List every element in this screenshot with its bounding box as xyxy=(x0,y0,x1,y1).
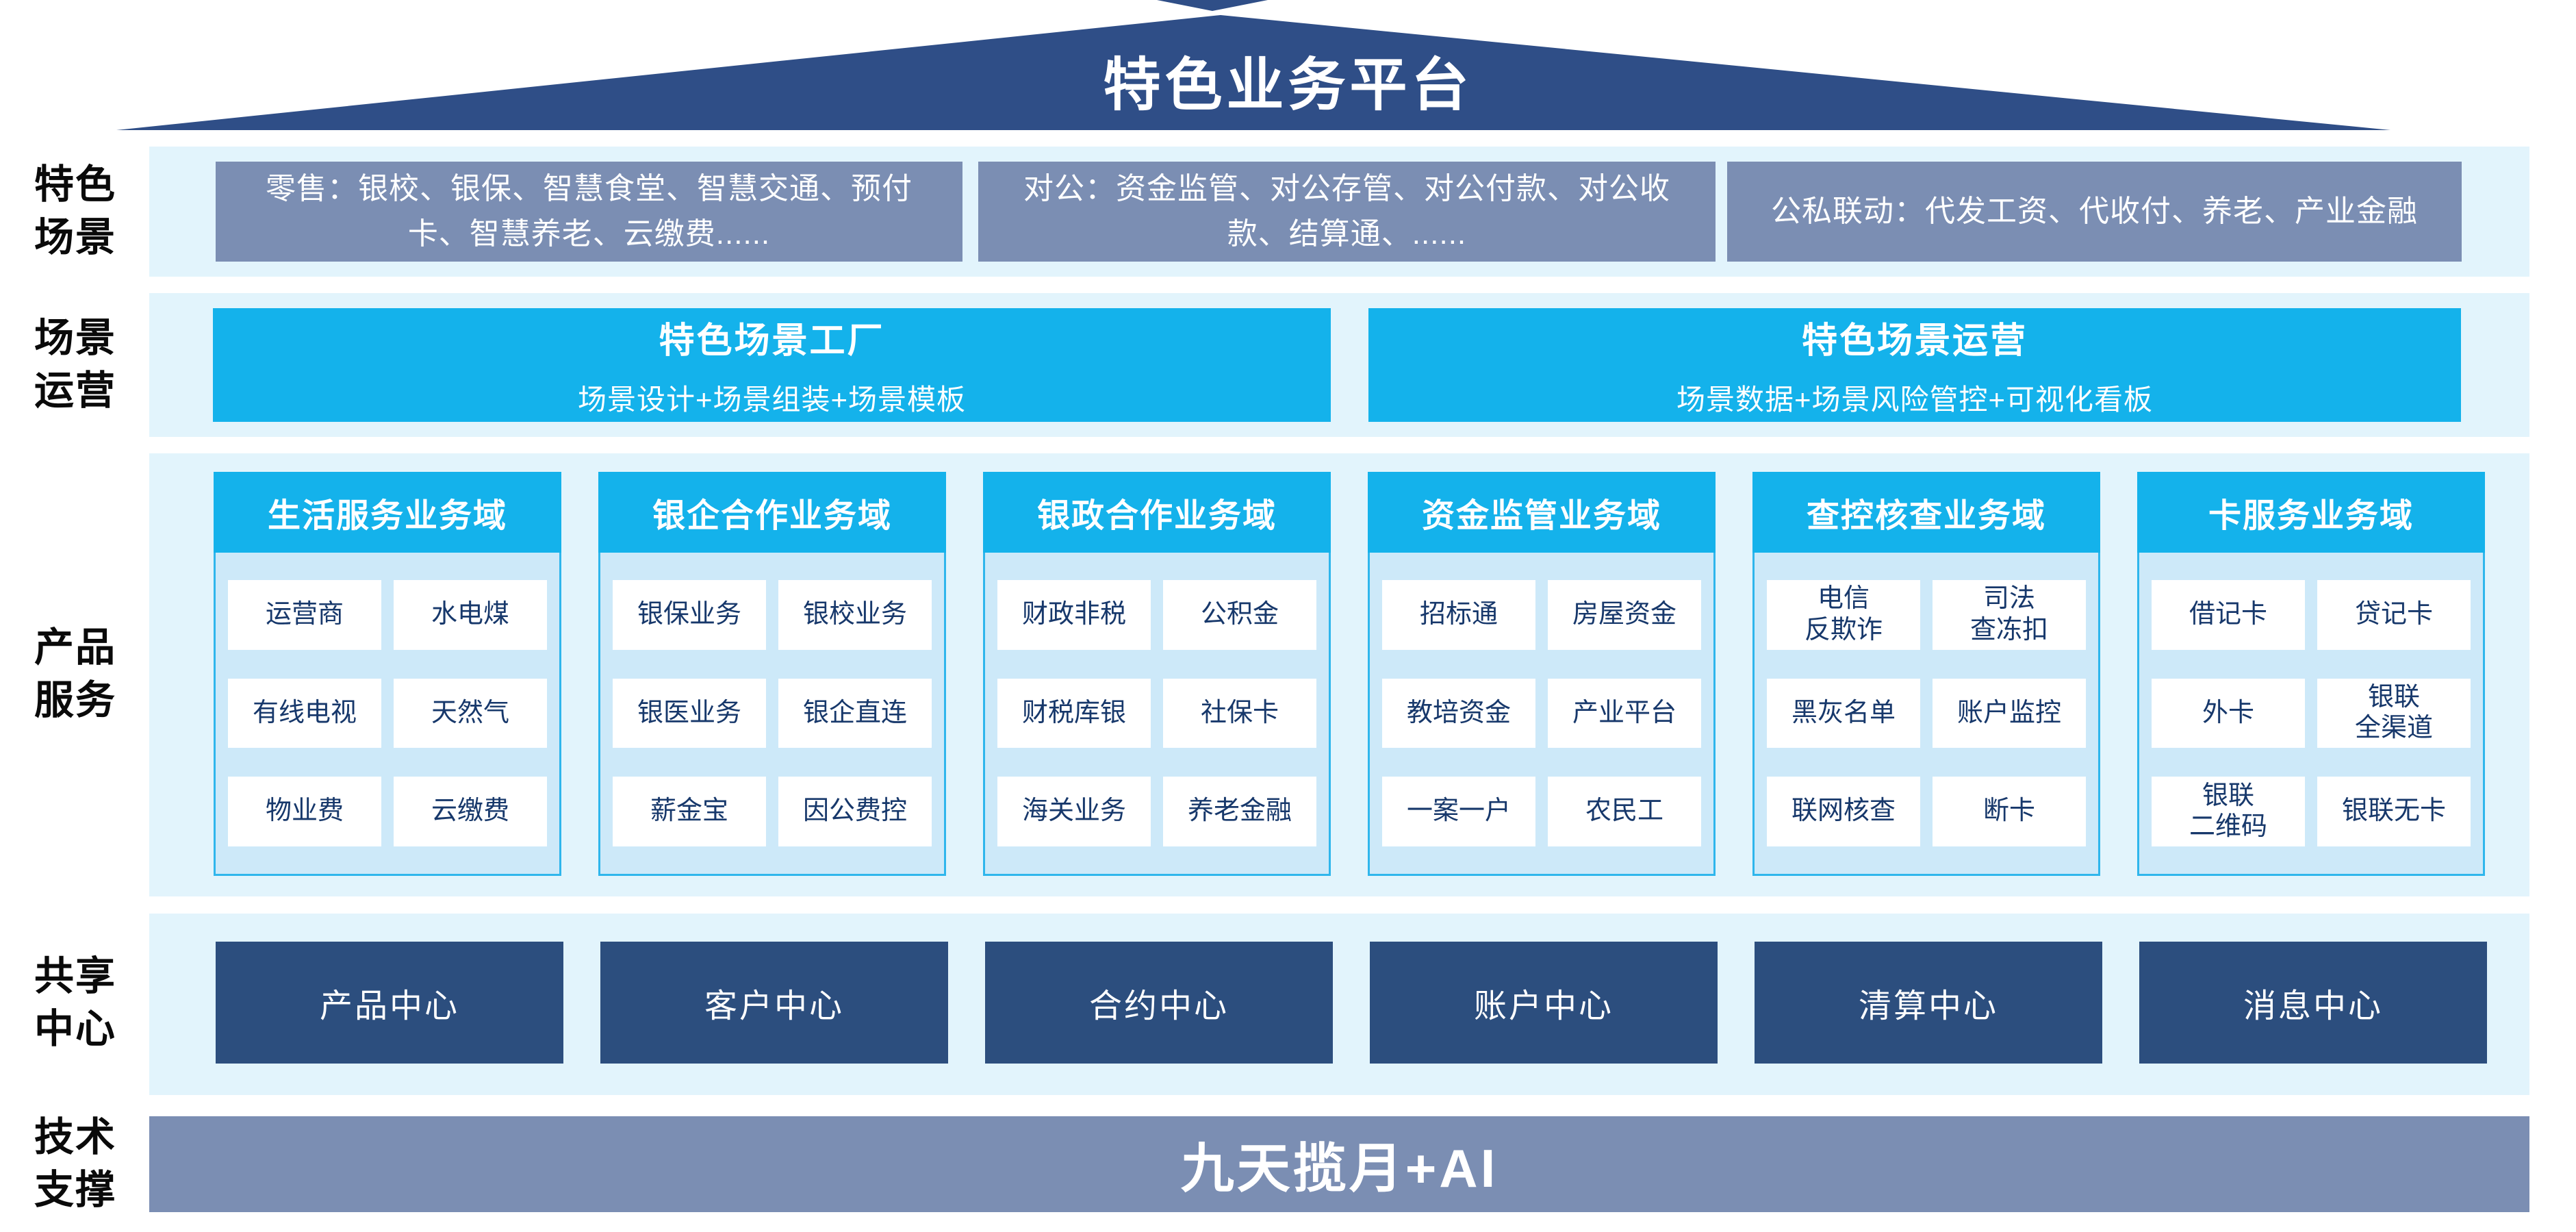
column-header: 银政合作业务域 xyxy=(983,472,1331,553)
product-cell: 银联 全渠道 xyxy=(2317,678,2471,749)
product-cell: 司法 查冻扣 xyxy=(1933,580,2086,650)
product-cell: 薪金宝 xyxy=(613,777,766,846)
product-cell: 运营商 xyxy=(228,580,381,650)
share-box-customer-center: 客户中心 xyxy=(600,942,948,1064)
column-bank-government: 银政合作业务域 财政非税 公积金 财税库银 社保卡 海关业务 养老金融 xyxy=(983,472,1331,876)
product-cell: 账户监控 xyxy=(1933,678,2086,749)
product-cell: 房屋资金 xyxy=(1548,580,1701,650)
product-cell: 天然气 xyxy=(394,678,547,749)
product-cell: 联网核查 xyxy=(1767,777,1920,846)
product-cell: 教培资金 xyxy=(1382,678,1535,749)
product-cell: 产业平台 xyxy=(1548,678,1701,749)
column-header: 卡服务业务域 xyxy=(2137,472,2485,553)
column-body: 运营商 水电煤 有线电视 天然气 物业费 云缴费 xyxy=(214,553,561,876)
product-cell: 黑灰名单 xyxy=(1767,678,1920,749)
column-body: 招标通 房屋资金 教培资金 产业平台 一案一户 农民工 xyxy=(1368,553,1716,876)
roof-apex-wedge xyxy=(1157,0,1268,11)
column-body: 电信 反欺诈 司法 查冻扣 黑灰名单 账户监控 联网核查 断卡 xyxy=(1752,553,2100,876)
side-label-share: 共享 中心 xyxy=(34,954,116,1051)
share-box-account-center: 账户中心 xyxy=(1370,942,1718,1064)
product-cell: 物业费 xyxy=(228,777,381,846)
product-row-panel: 生活服务业务域 运营商 水电煤 有线电视 天然气 物业费 云缴费 银企合作业务域… xyxy=(149,453,2529,896)
column-header: 生活服务业务域 xyxy=(214,472,561,553)
product-cell: 海关业务 xyxy=(997,777,1151,846)
product-cell: 外卡 xyxy=(2152,678,2305,749)
operation-row-panel: 特色场景工厂 场景设计+场景组装+场景模板 特色场景运营 场景数据+场景风险管控… xyxy=(149,293,2529,437)
product-cell: 银企直连 xyxy=(778,678,932,749)
product-cell: 银联无卡 xyxy=(2317,777,2471,846)
share-box-message-center: 消息中心 xyxy=(2139,942,2487,1064)
product-cell: 招标通 xyxy=(1382,580,1535,650)
scene-factory-subtitle: 场景设计+场景组装+场景模板 xyxy=(577,384,967,416)
product-cell: 因公费控 xyxy=(778,777,932,846)
scene-box-retail: 零售：银校、银保、智慧食堂、智慧交通、预付卡、智慧养老、云缴费...... xyxy=(216,162,962,262)
product-cell: 社保卡 xyxy=(1163,678,1316,749)
product-cell: 财政非税 xyxy=(997,580,1151,650)
product-cell: 贷记卡 xyxy=(2317,580,2471,650)
product-cell: 银保业务 xyxy=(613,580,766,650)
product-cell: 银联 二维码 xyxy=(2152,777,2305,846)
column-card-services: 卡服务业务域 借记卡 贷记卡 外卡 银联 全渠道 银联 二维码 银联无卡 xyxy=(2137,472,2485,876)
side-label-scene: 特色 场景 xyxy=(34,162,116,260)
product-cell: 水电煤 xyxy=(394,580,547,650)
scene-operation-subtitle: 场景数据+场景风险管控+可视化看板 xyxy=(1676,384,2154,416)
side-label-operation: 场景 运营 xyxy=(34,316,116,413)
column-body: 银保业务 银校业务 银医业务 银企直连 薪金宝 因公费控 xyxy=(598,553,946,876)
product-cell: 养老金融 xyxy=(1163,777,1316,846)
share-box-contract-center: 合约中心 xyxy=(985,942,1333,1064)
product-cell: 财税库银 xyxy=(997,678,1151,749)
product-cell: 农民工 xyxy=(1548,777,1701,846)
product-cell: 银医业务 xyxy=(613,678,766,749)
column-fund-supervision: 资金监管业务域 招标通 房屋资金 教培资金 产业平台 一案一户 农民工 xyxy=(1368,472,1716,876)
scene-factory-title: 特色场景工厂 xyxy=(659,321,885,361)
scene-row-panel: 零售：银校、银保、智慧食堂、智慧交通、预付卡、智慧养老、云缴费...... 对公… xyxy=(149,147,2529,277)
roof-shape xyxy=(116,0,2390,130)
column-life-services: 生活服务业务域 运营商 水电煤 有线电视 天然气 物业费 云缴费 xyxy=(214,472,561,876)
scene-box-public-private: 公私联动：代发工资、代收付、养老、产业金融 xyxy=(1727,162,2462,262)
column-body: 借记卡 贷记卡 外卡 银联 全渠道 银联 二维码 银联无卡 xyxy=(2137,553,2485,876)
side-label-tech: 技术 支撑 xyxy=(34,1115,116,1212)
scene-operation-title: 特色场景运营 xyxy=(1801,321,2028,361)
product-cell: 公积金 xyxy=(1163,580,1316,650)
product-cell: 云缴费 xyxy=(394,777,547,846)
column-header: 查控核查业务域 xyxy=(1752,472,2100,553)
platform-title: 特色业务平台 xyxy=(1103,52,1473,117)
column-header: 银企合作业务域 xyxy=(598,472,946,553)
column-bank-enterprise: 银企合作业务域 银保业务 银校业务 银医业务 银企直连 薪金宝 因公费控 xyxy=(598,472,946,876)
share-box-product-center: 产品中心 xyxy=(216,942,563,1064)
tech-support-bar: 九天揽月+AI xyxy=(149,1116,2529,1212)
product-cell: 断卡 xyxy=(1933,777,2086,846)
roof-triangle xyxy=(116,15,2390,130)
product-cell: 电信 反欺诈 xyxy=(1767,580,1920,650)
product-cell: 借记卡 xyxy=(2152,580,2305,650)
scene-operation-box: 特色场景运营 场景数据+场景风险管控+可视化看板 xyxy=(1368,308,2461,422)
column-inquiry-control: 查控核查业务域 电信 反欺诈 司法 查冻扣 黑灰名单 账户监控 联网核查 断卡 xyxy=(1752,472,2100,876)
product-cell: 一案一户 xyxy=(1382,777,1535,846)
product-cell: 银校业务 xyxy=(778,580,932,650)
product-cell: 有线电视 xyxy=(228,678,381,749)
side-label-product: 产品 服务 xyxy=(34,625,116,722)
scene-box-corporate: 对公：资金监管、对公存管、对公付款、对公收款、结算通、...... xyxy=(978,162,1716,262)
share-box-clearing-center: 清算中心 xyxy=(1755,942,2102,1064)
column-header: 资金监管业务域 xyxy=(1368,472,1716,553)
scene-factory-box: 特色场景工厂 场景设计+场景组装+场景模板 xyxy=(213,308,1331,422)
share-row-panel: 产品中心 客户中心 合约中心 账户中心 清算中心 消息中心 xyxy=(149,914,2529,1095)
column-body: 财政非税 公积金 财税库银 社保卡 海关业务 养老金融 xyxy=(983,553,1331,876)
